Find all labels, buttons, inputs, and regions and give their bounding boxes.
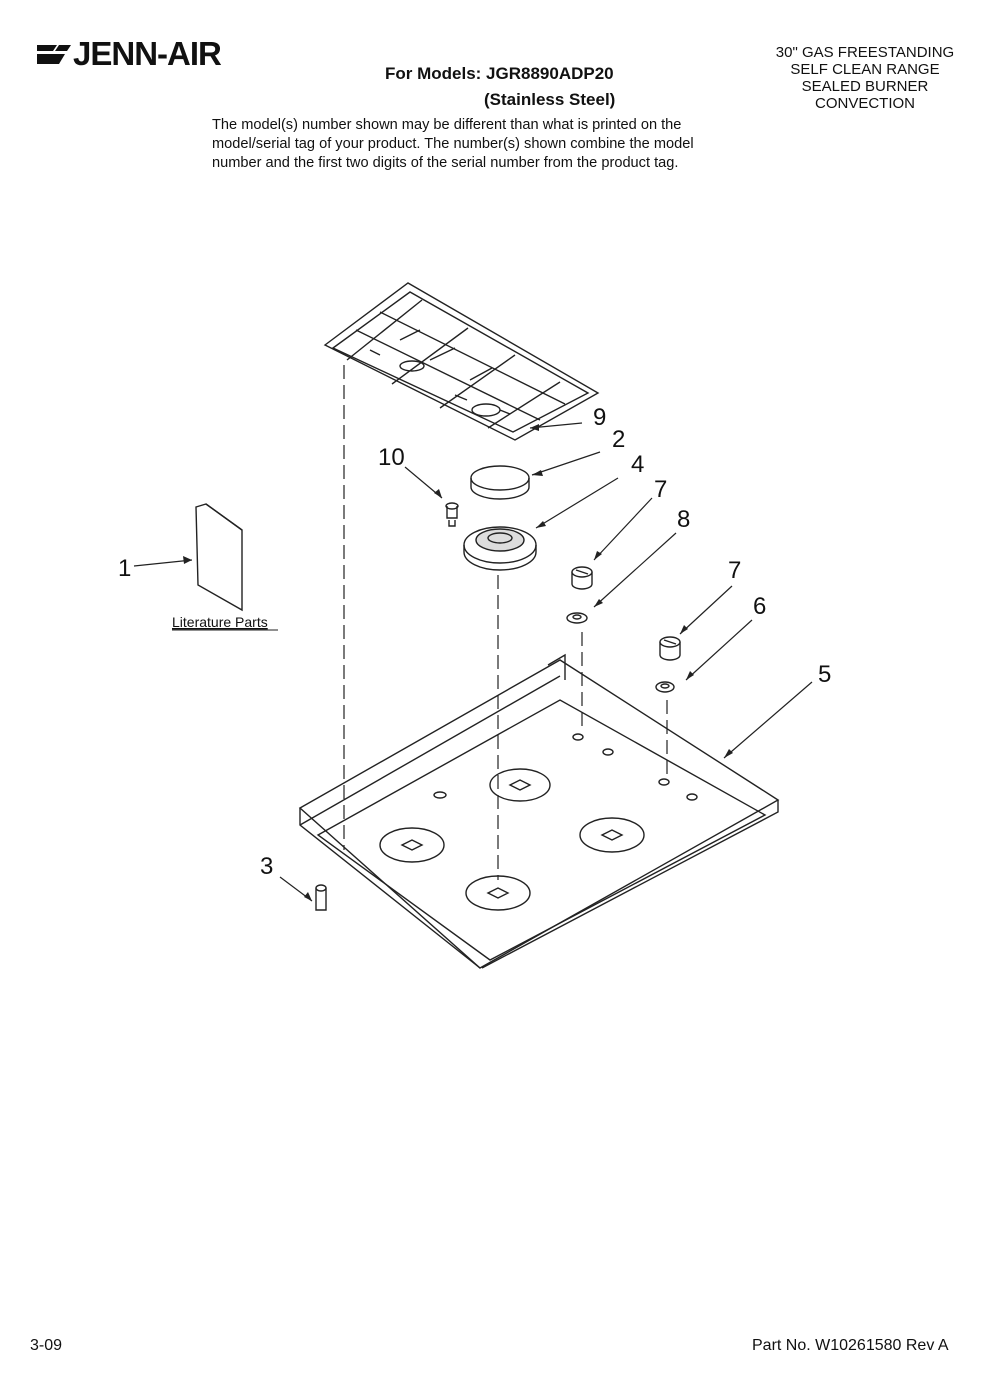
jenn-air-logo: JENN-AIR	[35, 34, 222, 74]
disclaimer-line: The model(s) number shown may be differe…	[212, 117, 682, 133]
page-title: For Models: JGR8890ADP20	[385, 64, 614, 83]
page-subtitle: (Stainless Steel)	[484, 90, 616, 109]
disclaimer-line: number and the first two digits of the s…	[212, 155, 679, 171]
knob-bezel-part	[655, 681, 675, 693]
callout-3: 3	[260, 853, 273, 880]
footer-date: 3-09	[30, 1337, 63, 1354]
leveling-leg-part	[315, 884, 327, 911]
product-description-line: CONVECTION	[814, 95, 915, 112]
cooktop-part	[298, 653, 780, 969]
product-description: 30" GAS FREESTANDING SELF CLEAN RANGE SE…	[760, 44, 970, 112]
product-description-line: SEALED BURNER	[801, 78, 929, 95]
footer-part-number: Part No. W10261580 Rev A	[752, 1337, 949, 1354]
knob-bezel-part	[566, 612, 588, 624]
control-knob-part	[571, 566, 593, 590]
callout-8: 8	[677, 506, 690, 533]
burner-cap-part	[470, 465, 530, 500]
callout-leaders	[133, 422, 813, 902]
literature-parts-label: Literature Parts	[172, 614, 268, 630]
logo-text: JENN-AIR	[73, 35, 222, 72]
callout-2: 2	[612, 426, 625, 453]
disclaimer-line: model/serial tag of your product. The nu…	[212, 136, 694, 152]
product-description-line: 30" GAS FREESTANDING	[775, 44, 955, 61]
callout-5: 5	[818, 661, 831, 688]
screw-part	[445, 502, 459, 527]
callout-1: 1	[118, 555, 131, 582]
callout-6: 6	[753, 593, 766, 620]
burner-grate-part	[323, 282, 600, 441]
callout-7: 7	[728, 557, 741, 584]
callout-7: 7	[654, 476, 667, 503]
literature-part	[195, 503, 243, 612]
logo-mark-icon	[37, 45, 71, 64]
burner-base-part	[463, 526, 537, 571]
callout-arrowheads	[183, 424, 733, 901]
callout-4: 4	[631, 451, 644, 478]
callout-10: 10	[378, 444, 405, 471]
model-disclaimer: The model(s) number shown may be differe…	[212, 116, 802, 173]
product-description-line: SELF CLEAN RANGE	[790, 61, 940, 78]
callout-9: 9	[593, 404, 606, 431]
control-knob-part	[659, 636, 681, 661]
